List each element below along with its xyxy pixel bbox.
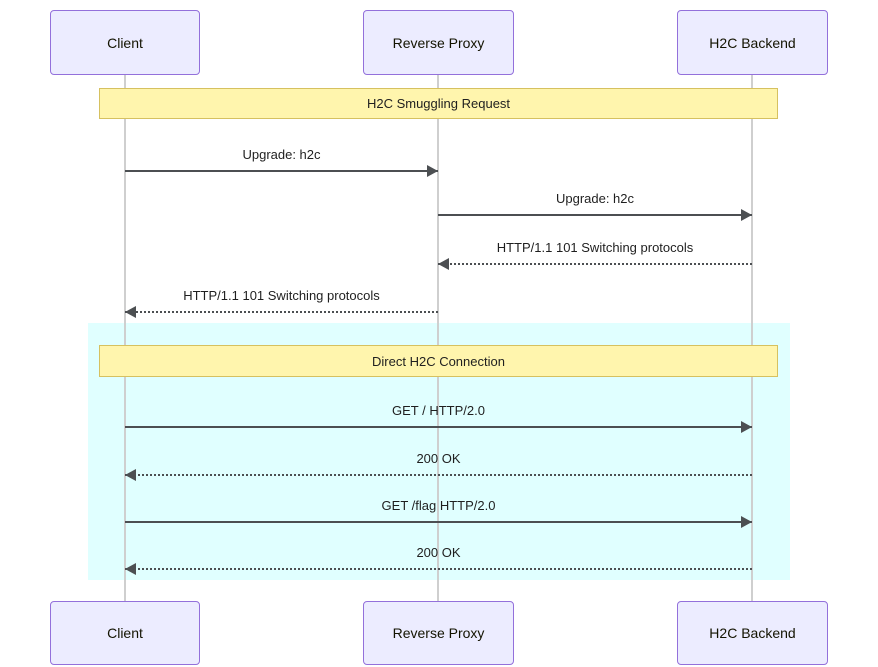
msg-5-arrowhead	[741, 421, 752, 433]
msg-5-label: GET / HTTP/2.0	[392, 403, 485, 418]
msg-2-label: Upgrade: h2c	[555, 191, 635, 206]
participant-bottom-client[interactable]: Client	[50, 601, 200, 665]
note-label: Direct H2C Connection	[372, 353, 505, 369]
participant-top-proxy[interactable]: Reverse Proxy	[363, 10, 514, 75]
note-direct: Direct H2C Connection	[99, 345, 778, 377]
msg-7-label: GET /flag HTTP/2.0	[381, 498, 496, 513]
msg-8-arrowhead	[125, 563, 136, 575]
msg-1-label: Upgrade: h2c	[242, 147, 321, 162]
msg-2-arrowhead	[741, 209, 752, 221]
msg-1-line	[125, 170, 438, 172]
msg-3-line	[438, 263, 752, 265]
msg-8-label: 200 OK	[416, 545, 461, 560]
msg-6-line	[125, 474, 752, 476]
participant-top-backend[interactable]: H2C Backend	[677, 10, 828, 75]
msg-2-line	[438, 214, 752, 216]
participant-bottom-backend-label: H2C Backend	[709, 625, 796, 641]
participant-bottom-proxy[interactable]: Reverse Proxy	[363, 601, 514, 665]
msg-8-line	[125, 568, 752, 570]
msg-5-line	[125, 426, 752, 428]
msg-3-label: HTTP/1.1 101 Switching protocols	[496, 240, 694, 255]
participant-bottom-backend[interactable]: H2C Backend	[677, 601, 828, 665]
participant-top-client[interactable]: Client	[50, 10, 200, 75]
msg-4-arrowhead	[125, 306, 136, 318]
msg-7-line	[125, 521, 752, 523]
note-label: H2C Smuggling Request	[366, 96, 511, 111]
participant-bottom-client-label: Client	[107, 625, 143, 641]
participant-top-backend-label: H2C Backend	[709, 34, 796, 51]
participant-top-client-label: Client	[107, 34, 143, 51]
msg-3-arrowhead	[438, 258, 449, 270]
lifeline-proxy	[437, 75, 439, 601]
lifeline-client	[124, 75, 126, 601]
msg-1-arrowhead	[427, 165, 438, 177]
participant-bottom-proxy-label: Reverse Proxy	[392, 625, 485, 641]
lifeline-backend	[751, 75, 753, 601]
msg-7-arrowhead	[741, 516, 752, 528]
msg-4-label: HTTP/1.1 101 Switching protocols	[183, 288, 380, 303]
msg-6-arrowhead	[125, 469, 136, 481]
note-smuggling: H2C Smuggling Request	[99, 88, 778, 119]
participant-top-proxy-label: Reverse Proxy	[392, 34, 485, 51]
msg-4-line	[125, 311, 438, 313]
msg-6-label: 200 OK	[416, 451, 461, 466]
